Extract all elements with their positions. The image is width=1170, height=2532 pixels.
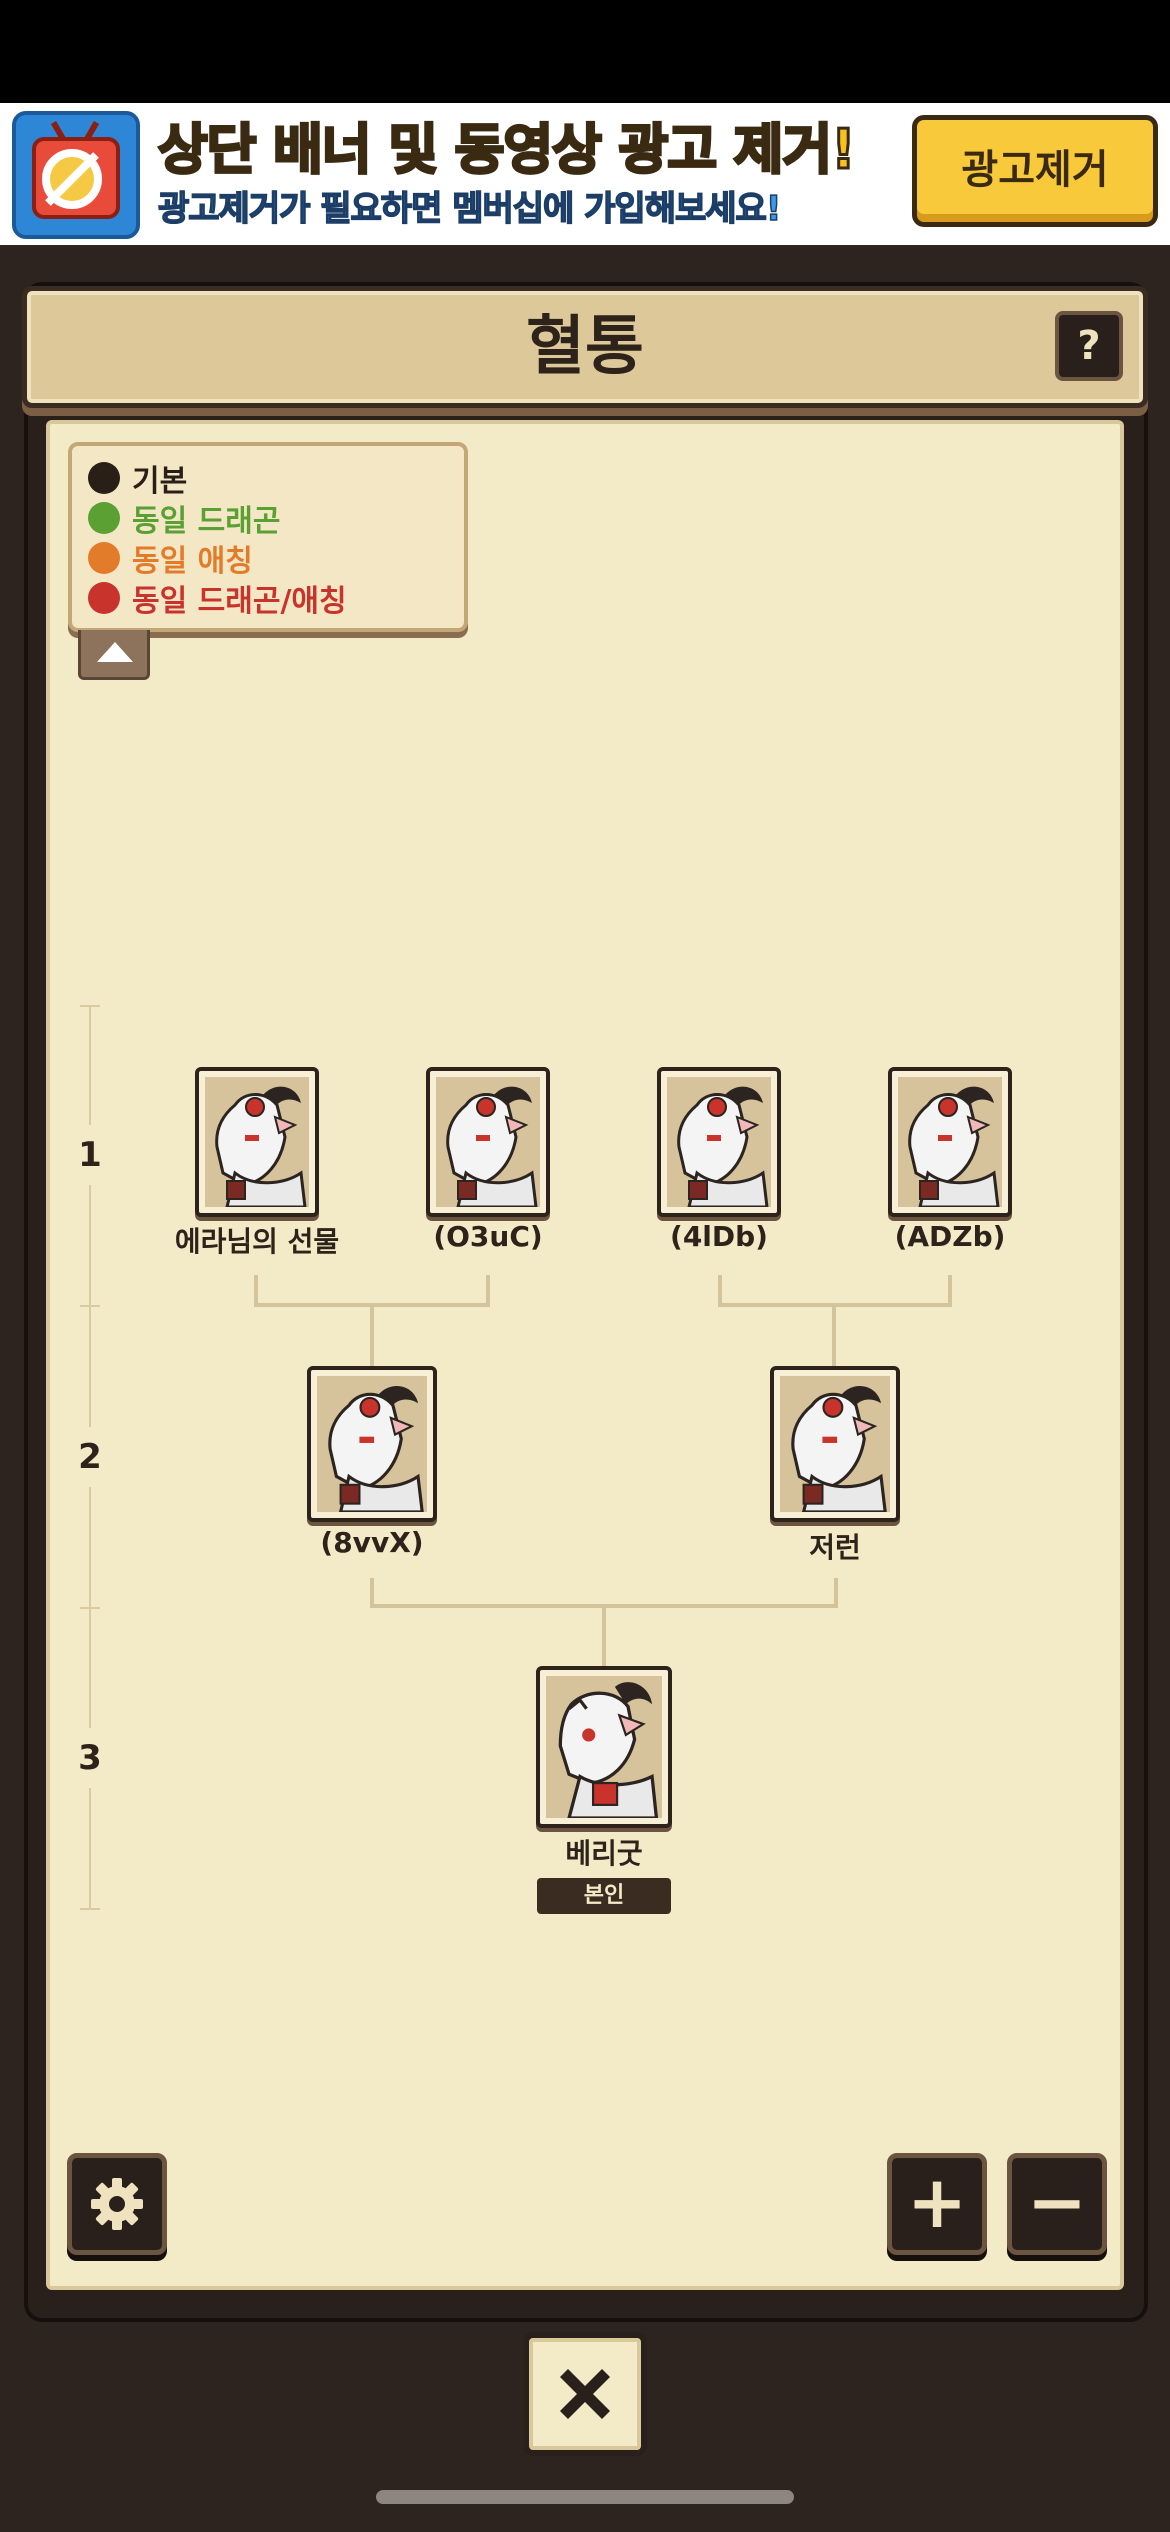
- no-ads-tv-icon: [12, 111, 140, 239]
- tree-connector: [370, 1578, 374, 1608]
- legend: 기본 동일 드래곤 동일 애칭 동일 드래곤/애칭: [68, 442, 468, 632]
- generation-tick: [80, 1005, 100, 1007]
- tree-connector: [948, 1275, 952, 1307]
- dragon-name: 에라님의 선물: [174, 1225, 340, 1258]
- dragon-portrait-icon: [317, 1376, 427, 1512]
- generation-label: 1: [66, 1125, 114, 1185]
- status-bar: [0, 0, 1170, 103]
- dragon-name: (O3uC): [433, 1220, 543, 1253]
- generation-tick: [80, 1305, 100, 1307]
- legend-item-same-both: 동일 드래곤/애칭: [88, 578, 464, 619]
- dragon-portrait-icon: [780, 1376, 890, 1512]
- dragon-card[interactable]: [657, 1067, 781, 1217]
- self-badge: 본인: [537, 1878, 671, 1914]
- dragon-card[interactable]: [888, 1067, 1012, 1217]
- legend-dot: [88, 462, 120, 494]
- dragon-portrait-icon: [436, 1077, 540, 1207]
- generation-label: 3: [66, 1728, 114, 1788]
- dragon-name: 베리굿: [565, 1837, 643, 1870]
- legend-collapse-button[interactable]: [78, 630, 150, 680]
- legend-item-same-dragon: 동일 드래곤: [88, 498, 464, 539]
- zoom-out-button[interactable]: −: [1007, 2153, 1107, 2255]
- ad-subtitle: 광고제거가 필요하면 멤버십에 가입해보세요!: [157, 188, 782, 230]
- tree-connector: [254, 1275, 258, 1307]
- zoom-in-button[interactable]: +: [887, 2153, 987, 2255]
- generation-label: 2: [66, 1427, 114, 1487]
- legend-label: 동일 드래곤: [132, 504, 281, 539]
- dragon-card[interactable]: [426, 1067, 550, 1217]
- tree-connector: [718, 1275, 722, 1307]
- tree-connector: [486, 1275, 490, 1307]
- tree-connector: [834, 1578, 838, 1608]
- legend-label: 기본: [132, 464, 188, 499]
- ad-title: 상단 배너 및 동영상 광고 제거!: [157, 117, 858, 183]
- close-button[interactable]: [523, 2332, 647, 2456]
- close-icon: [560, 2369, 610, 2419]
- legend-dot: [88, 502, 120, 534]
- legend-dot: [88, 542, 120, 574]
- dragon-card[interactable]: [195, 1067, 319, 1217]
- legend-dot: [88, 582, 120, 614]
- home-indicator: [376, 2490, 794, 2504]
- page-title: 혈통: [526, 310, 644, 384]
- ad-banner[interactable]: 상단 배너 및 동영상 광고 제거! 광고제거가 필요하면 멤버십에 가입해보세…: [0, 103, 1170, 245]
- dragon-portrait-icon: [547, 1676, 661, 1818]
- panel-header: 혈통 ?: [22, 286, 1148, 408]
- chevron-up-icon: [97, 642, 133, 662]
- dragon-portrait-icon: [898, 1077, 1002, 1207]
- dragon-name: (4lDb): [670, 1220, 768, 1253]
- dragon-card[interactable]: [770, 1366, 900, 1522]
- legend-item-same-nickname: 동일 애칭: [88, 538, 464, 579]
- legend-label: 동일 드래곤/애칭: [132, 584, 347, 619]
- self-dragon-card[interactable]: [536, 1666, 672, 1828]
- generation-tick: [80, 1607, 100, 1609]
- legend-label: 동일 애칭: [132, 544, 253, 579]
- remove-ads-button[interactable]: 광고제거: [912, 115, 1158, 227]
- dragon-card[interactable]: [307, 1366, 437, 1522]
- tree-connector: [370, 1303, 374, 1367]
- tree-connector: [832, 1303, 836, 1367]
- dragon-portrait-icon: [667, 1077, 771, 1207]
- tree-connector: [602, 1604, 606, 1668]
- dragon-name: (8vvX): [320, 1526, 424, 1559]
- legend-item-basic: 기본: [88, 458, 464, 499]
- settings-button[interactable]: [67, 2153, 167, 2255]
- dragon-name: (ADZb): [894, 1220, 1006, 1253]
- gear-icon: [91, 2178, 143, 2230]
- dragon-portrait-icon: [205, 1077, 309, 1207]
- help-button[interactable]: ?: [1055, 311, 1123, 381]
- pedigree-content[interactable]: [46, 420, 1124, 2290]
- dragon-name: 저런: [809, 1531, 861, 1564]
- generation-tick: [80, 1908, 100, 1910]
